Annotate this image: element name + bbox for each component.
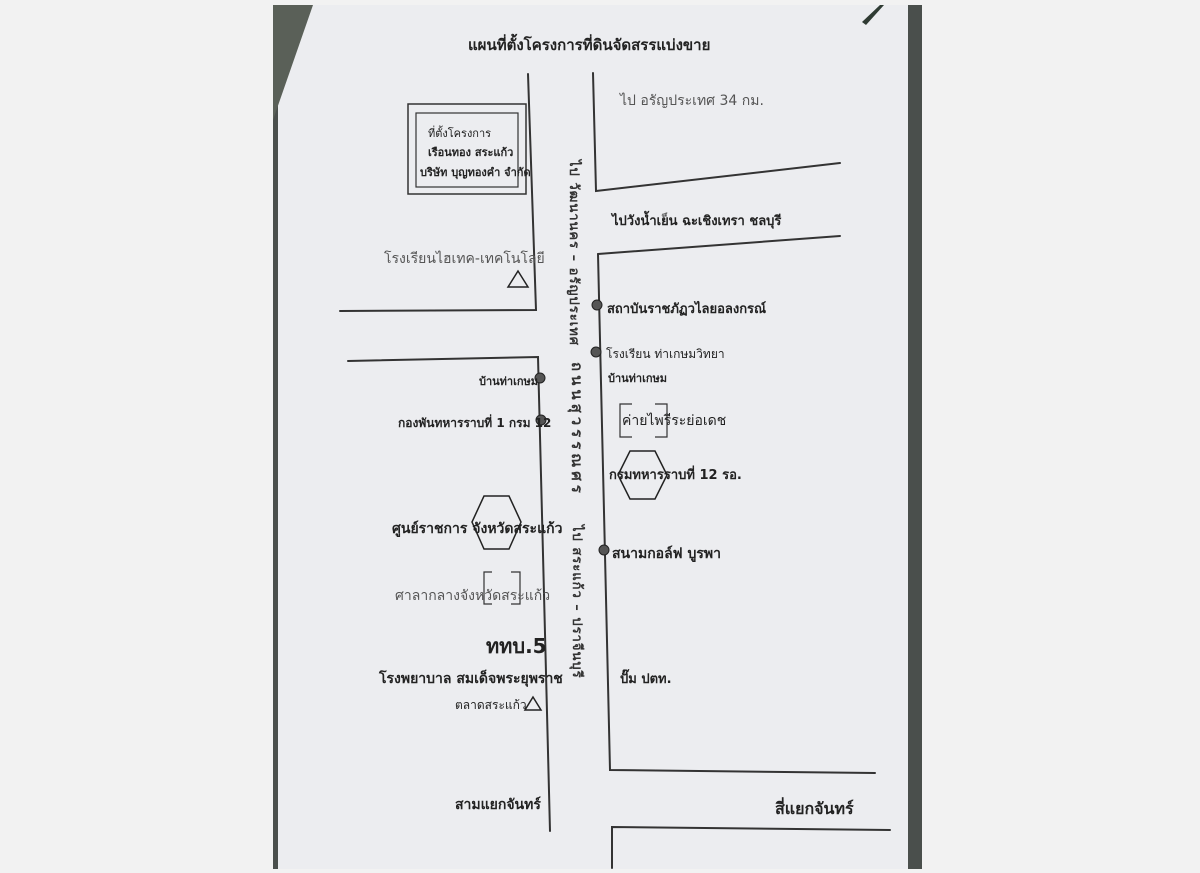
triangle-icon <box>506 269 530 288</box>
triangle-icon <box>523 695 543 711</box>
road-label-vertical-upper: ไป วัฒนานคร – อรัญประเทศ <box>566 160 581 347</box>
road-label-top-right: ไป อรัญประเทศ 34 กม. <box>620 93 764 109</box>
project-box <box>407 103 527 195</box>
project-label-1: ที่ตั้งโครงการ <box>428 127 492 140</box>
landmark-rajabhat: สถาบันราชภัฏวไลยอลงกรณ์ <box>607 302 767 317</box>
hexagon-icon <box>471 495 522 550</box>
landmark-battalion: กองพันทหารราบที่ 1 กรม 12 <box>398 416 552 430</box>
road-label-vertical-lower: ไป สระแก้ว – ปราจีนบุรี <box>569 525 584 679</box>
road-edge-bottom-right <box>611 825 891 869</box>
dot-marker <box>598 544 610 556</box>
road-edge-left-upper <box>339 73 538 312</box>
bracket-icon <box>483 571 521 605</box>
dot-marker <box>534 372 546 384</box>
landmark-regiment: กรมทหารราบที่ 12 รอ. <box>609 468 742 483</box>
project-label-3: บริษัท บุญทองคำ จำกัด <box>420 166 531 179</box>
landmark-city-hall: ศาลากลางจังหวัดสระแก้ว <box>395 588 551 604</box>
dot-marker <box>535 414 547 426</box>
landmark-three-way: สามแยกจันทร์ <box>455 797 541 813</box>
road-edge-right-middle <box>597 235 841 255</box>
landmark-govt-center: ศูนย์ราชการ จังหวัดสระแก้ว <box>392 521 563 537</box>
bracket-icon <box>619 403 668 438</box>
landmark-school-tha-kasem: โรงเรียน ท่าเกษมวิทยา <box>606 347 725 361</box>
landmark-highway-office: ททบ.5 <box>486 634 547 658</box>
landmark-four-way: สี่แยกจันทร์ <box>775 799 854 818</box>
project-label-2: เรือนทอง สระแก้ว <box>428 146 514 159</box>
dot-marker <box>590 346 602 358</box>
landmark-hospital: โรงพยาบาล สมเด็จพระยุพราช <box>379 671 563 687</box>
road-edge-right-upper <box>592 72 841 193</box>
landmark-golf: สนามกอล์ฟ บูรพา <box>612 546 721 562</box>
road-label-main: ถนนสุวรรณศร <box>568 362 586 497</box>
paper-fold <box>273 5 313 120</box>
landmark-gas-station: ปั๊ม ปตท. <box>620 672 672 687</box>
landmark-ban-tha-kasem-left: บ้านท่าเกษม <box>479 375 539 388</box>
road-edge-left-lower <box>347 355 551 832</box>
pen-tip <box>862 5 884 25</box>
project-box-inner <box>415 112 519 188</box>
hexagon-icon <box>617 450 668 500</box>
page-title: แผนที่ตั้งโครงการที่ดินจัดสรรแบ่งขาย <box>468 36 711 54</box>
road-edge-right-lower <box>597 253 876 774</box>
landmark-ban-tha-kasem-right: บ้านท่าเกษม <box>608 372 668 385</box>
dot-marker <box>591 299 603 311</box>
landmark-school-hitech: โรงเรียนไฮเทค-เทคโนโลยี <box>384 251 545 267</box>
landmark-market: ตลาดสระแก้ว <box>455 698 527 712</box>
map-paper <box>278 5 908 869</box>
landmark-camp: ค่ายไพรีระย่อเดช <box>622 413 727 429</box>
road-label-cross: ไปวังน้ำเย็น ฉะเชิงเทรา ชลบุรี <box>612 214 782 229</box>
